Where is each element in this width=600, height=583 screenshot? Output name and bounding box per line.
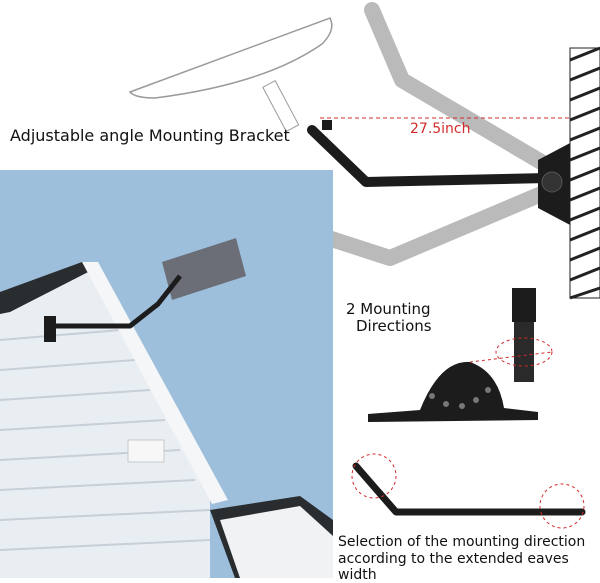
dimension-label: 27.5inch <box>410 121 471 137</box>
bracket-plate <box>368 361 538 422</box>
caption-line1: Selection of the mounting direction <box>338 534 586 550</box>
mounting-directions-line2: Directions <box>356 317 432 335</box>
ghost-bracket-upper <box>364 2 556 174</box>
bracket-title: Adjustable angle Mounting Bracket <box>10 126 290 145</box>
mounting-directions-line1: 2 Mounting <box>346 300 431 318</box>
bracket-arm-detail <box>351 453 586 529</box>
wall-hatch <box>569 46 600 300</box>
ghost-bracket-lower <box>308 184 554 266</box>
satellite-dish-outline <box>128 17 333 133</box>
bracket-knob <box>322 120 332 130</box>
caption-line2: according to the extended eaves width <box>338 551 569 583</box>
main-bracket <box>307 125 553 187</box>
bracket-diagram <box>128 2 600 300</box>
tube-detail <box>469 288 553 382</box>
